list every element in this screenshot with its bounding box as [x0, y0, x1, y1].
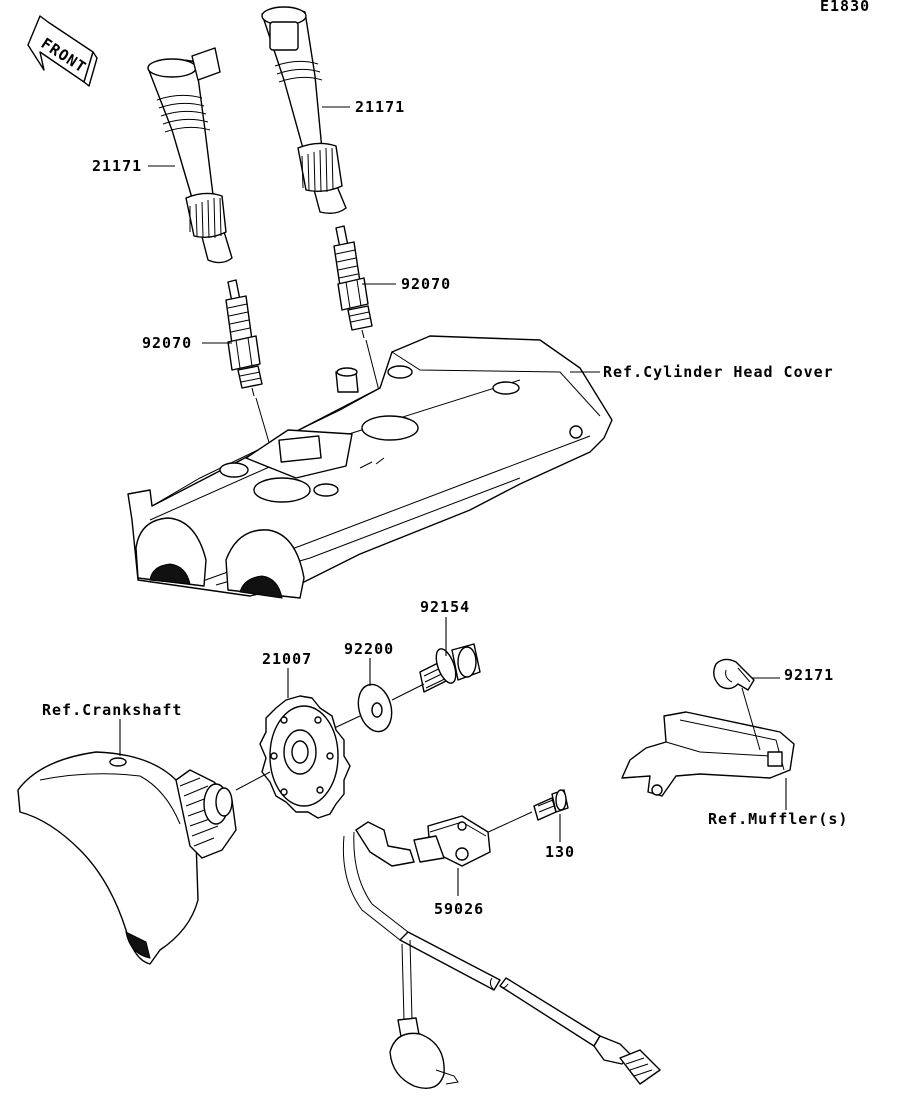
spark-plug-left[interactable]: [225, 279, 263, 397]
cylinder-head-cover: [127, 335, 613, 599]
spark-plug-right[interactable]: [333, 225, 373, 339]
clamp-92171[interactable]: [713, 658, 755, 691]
label-crankshaft: Ref.Crankshaft: [42, 701, 182, 719]
timing-rotor-21007[interactable]: [259, 695, 351, 819]
bolt-92154[interactable]: [419, 643, 481, 693]
label-clamp: 92171: [784, 666, 834, 684]
label-bolt: 92154: [420, 598, 470, 616]
label-coil-right: 21171: [355, 98, 405, 116]
ignition-coil-left[interactable]: [147, 47, 233, 264]
label-sensor: 59026: [434, 900, 484, 918]
label-small-bolt: 130: [545, 843, 575, 861]
washer-92200[interactable]: [353, 681, 396, 736]
label-coil-left: 21171: [92, 157, 142, 175]
label-plug-right: 92070: [401, 275, 451, 293]
pickup-sensor-59026[interactable]: [355, 815, 491, 867]
front-arrow-icon: FRONT: [27, 15, 98, 87]
label-muffler: Ref.Muffler(s): [708, 810, 848, 828]
muffler-bracket: [621, 687, 795, 797]
diagram-code: E1830: [820, 0, 870, 15]
ignition-coil-right[interactable]: [261, 6, 347, 215]
label-plug-left: 92070: [142, 334, 192, 352]
label-head-cover: Ref.Cylinder Head Cover: [603, 363, 834, 381]
crankshaft: [17, 751, 237, 965]
label-rotor: 21007: [262, 650, 312, 668]
label-washer: 92200: [344, 640, 394, 658]
bolt-130[interactable]: [533, 789, 569, 821]
wiring-harness: [342, 831, 661, 1089]
